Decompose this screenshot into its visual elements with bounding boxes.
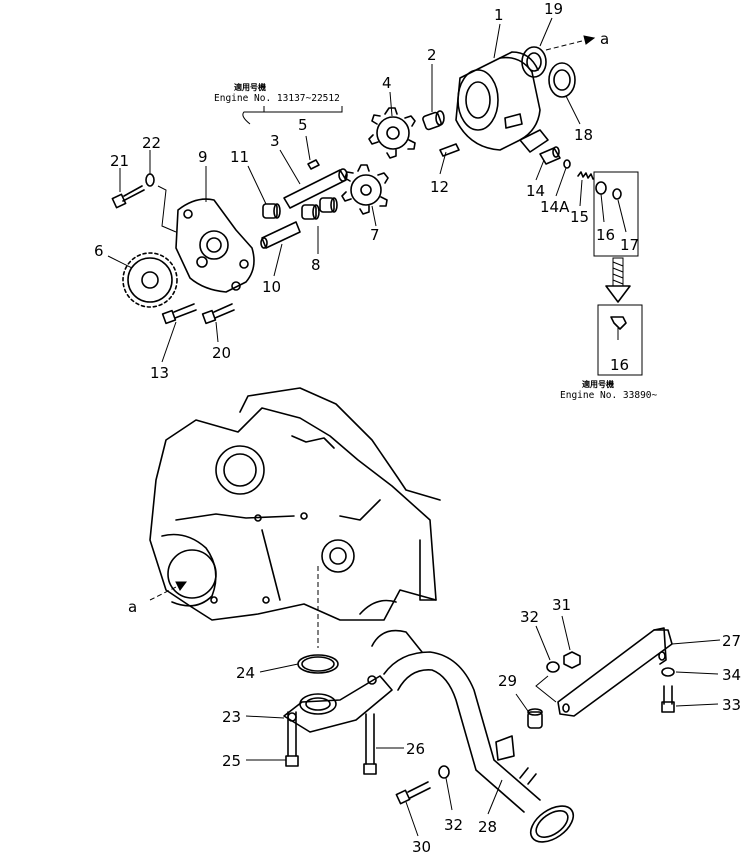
idler-shaft-10: [260, 221, 301, 249]
callout-16-upper: 16: [596, 226, 615, 244]
washer-33: [546, 661, 560, 673]
bolt-34: [661, 685, 675, 713]
callout-22: 22: [142, 134, 161, 152]
o-ring-24: [297, 654, 339, 674]
callout-30: 30: [412, 838, 431, 853]
callout-29: 29: [498, 672, 517, 690]
pin-12: [439, 143, 460, 157]
engine-note-upper-heading: 適用号機: [234, 82, 266, 92]
callout-26: 26: [406, 740, 425, 758]
callout-2: 2: [427, 46, 437, 64]
view-marker-lower: a: [128, 598, 137, 616]
washer-32-lower: [438, 765, 450, 779]
seal-ring-18: [548, 62, 576, 98]
engine-note-lower-heading: 適用号機: [582, 379, 614, 389]
callout-20: 20: [212, 344, 231, 362]
elbow-23: [283, 675, 393, 733]
nut-31: [563, 651, 581, 669]
replacement-box: [597, 304, 643, 376]
callout-18: 18: [574, 126, 593, 144]
view-marker-upper: a: [600, 30, 609, 48]
callout-16-lower: 16: [610, 356, 629, 374]
callout-17: 17: [620, 236, 639, 254]
callout-10: 10: [262, 278, 281, 296]
callout-5: 5: [298, 116, 308, 134]
seal-ring-19: [521, 46, 547, 78]
callout-3: 3: [270, 132, 280, 150]
washer-22: [145, 173, 155, 187]
callout-33: 32: [520, 608, 539, 626]
callout-15: 15: [570, 208, 589, 226]
gasket-17: [612, 188, 622, 200]
view-arrow-lower: a: [128, 581, 187, 616]
callout-1: 1: [494, 6, 504, 24]
callout-14: 14: [526, 182, 545, 200]
drive-shaft-3: [283, 168, 348, 209]
engine-note-upper: 適用号機 Engine No. 13137~22512: [214, 82, 343, 125]
callout-32-lower: 32: [444, 816, 463, 834]
bushings-8: [301, 197, 338, 220]
bushing-2: [422, 110, 445, 131]
callout-6: 6: [94, 242, 104, 260]
callout-14a: 14A: [540, 198, 570, 216]
engine-note-lower: 適用号機 Engine No. 33890~: [560, 379, 658, 401]
callout-24: 24: [236, 664, 255, 682]
bolt-30: [395, 781, 431, 805]
callout-9: 9: [198, 148, 208, 166]
bolt-13: [161, 303, 197, 325]
callout-27: 27: [722, 632, 741, 650]
callout-8: 8: [311, 256, 321, 274]
woodruff-key-5: [307, 159, 320, 170]
spring-15: [577, 171, 594, 180]
callout-12: 12: [430, 178, 449, 196]
relief-box: [593, 171, 639, 257]
callout-7: 7: [370, 226, 380, 244]
callout-32-right: 34: [722, 666, 741, 684]
bushing-29: [527, 708, 543, 729]
drive-gear-6: [122, 252, 178, 308]
callouts: 1 2 3 4 5 6 7 8 9 10 11 12 13 14 14A 15: [94, 0, 741, 853]
bracket-27: [557, 627, 673, 717]
bolt-26: [363, 713, 377, 775]
plug-16-upper: [595, 181, 607, 195]
callout-21: 21: [110, 152, 129, 170]
callout-25: 25: [222, 752, 241, 770]
timing-case: [149, 387, 441, 653]
bolt-25: [285, 711, 299, 767]
callout-28: 28: [478, 818, 497, 836]
suction-pipe-28: [383, 651, 575, 843]
drive-gear-4: [368, 107, 416, 159]
idler-gear-7: [341, 164, 389, 215]
ring-14a: [563, 159, 571, 169]
pump-cover-9: [175, 198, 255, 293]
view-arrow-upper: a: [545, 30, 609, 51]
engine-note-lower-text: Engine No. 33890~: [560, 390, 658, 401]
callout-31: 31: [552, 596, 571, 614]
replacement-arrow: [605, 257, 631, 303]
callout-23: 23: [222, 708, 241, 726]
callout-13: 13: [150, 364, 169, 382]
pump-body: [455, 51, 549, 153]
washer-32-right: [661, 667, 675, 677]
callout-4: 4: [382, 74, 392, 92]
callout-34: 33: [722, 696, 741, 714]
bolt-21: [111, 185, 145, 209]
callout-11: 11: [230, 148, 249, 166]
bushing-11: [262, 203, 281, 219]
engine-note-upper-text: Engine No. 13137~22512: [214, 93, 340, 104]
callout-19: 19: [544, 0, 563, 18]
bolt-20: [201, 303, 235, 325]
